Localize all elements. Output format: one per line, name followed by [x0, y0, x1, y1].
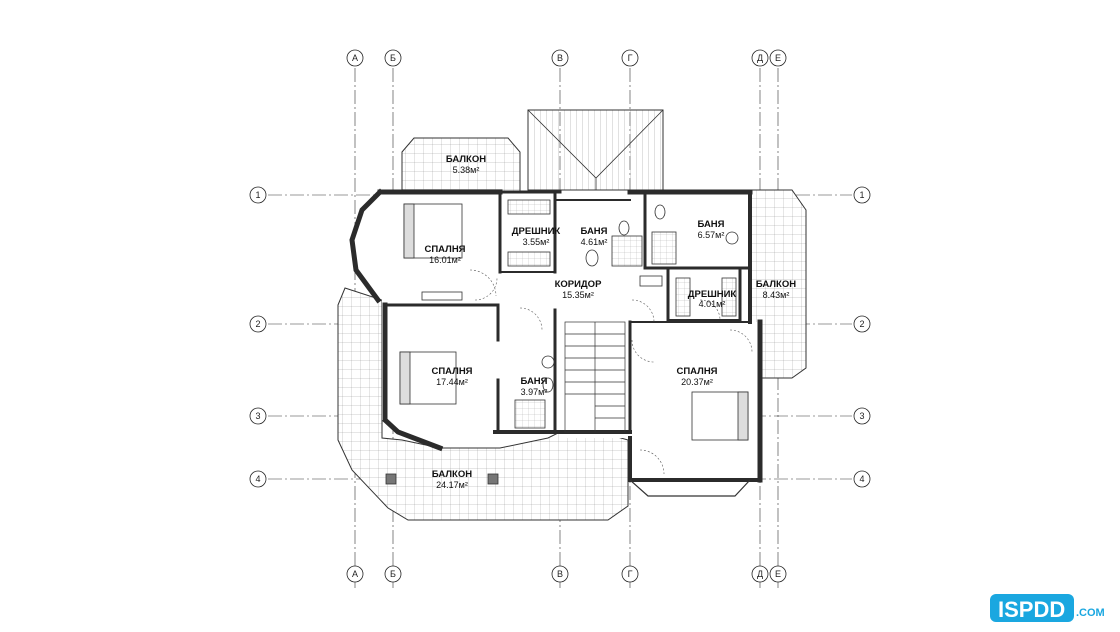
doors	[469, 269, 753, 475]
room-area: 24.17м²	[436, 480, 468, 490]
axis-row-label: 1	[255, 190, 260, 200]
room-area: 5.38м²	[453, 165, 480, 175]
axis-col-label: В	[557, 53, 563, 63]
room-name: СПАЛНЯ	[676, 366, 717, 377]
axis-col-label: Д	[757, 569, 763, 579]
logo-suffix: .COM	[1076, 607, 1105, 619]
room-name: ДРЕШНИК	[512, 226, 561, 237]
axis-row-label: 1	[859, 190, 864, 200]
site-logo[interactable]: ISPDD .COM	[990, 592, 1110, 624]
room-area: 20.37м²	[681, 377, 713, 387]
roof-projection	[527, 109, 664, 191]
axis-row-label: 4	[255, 474, 260, 484]
axis-row-label: 4	[859, 474, 864, 484]
axis-col-label: Г	[628, 569, 633, 579]
room-area: 8.43м²	[763, 290, 790, 300]
room-name: БАНЯ	[580, 226, 607, 237]
walls	[349, 188, 763, 483]
room-area: 17.44м²	[436, 377, 468, 387]
room-name: БАНЯ	[697, 219, 724, 230]
room-area: 4.61м²	[581, 237, 608, 247]
room-area: 15.35м²	[562, 290, 594, 300]
room-area: 6.57м²	[698, 230, 725, 240]
room-name: ДРЕШНИК	[688, 289, 737, 300]
room-area: 3.55м²	[523, 237, 550, 247]
room-area: 3.97м²	[521, 387, 548, 397]
axis-col-label: Е	[775, 569, 781, 579]
axis-col-label: А	[352, 53, 358, 63]
room-name: БАЛКОН	[432, 469, 472, 480]
axis-markers	[249, 49, 871, 583]
axis-col-label: А	[352, 569, 358, 579]
axis-row-label: 2	[255, 319, 260, 329]
axis-row-label: 2	[859, 319, 864, 329]
room-name: КОРИДОР	[555, 279, 603, 290]
axis-col-label: Д	[757, 53, 763, 63]
room-name: БАЛКОН	[756, 279, 796, 290]
furniture	[385, 199, 749, 485]
room-labels: БАЛКОН 5.38м² СПАЛНЯ 16.01м² ДРЕШНИК 3.5…	[424, 154, 796, 490]
room-area: 16.01м²	[429, 255, 461, 265]
axis-row-label: 3	[255, 411, 260, 421]
room-name: СПАЛНЯ	[424, 244, 465, 255]
axis-col-label: Б	[390, 53, 396, 63]
room-area: 4.01м²	[699, 299, 726, 309]
axis-col-label: Е	[775, 53, 781, 63]
room-name: БАЛКОН	[446, 154, 486, 165]
axis-row-label: 3	[859, 411, 864, 421]
bay-window	[629, 479, 751, 497]
axis-col-label: Б	[390, 569, 396, 579]
axis-col-label: В	[557, 569, 563, 579]
room-name: БАНЯ	[520, 376, 547, 387]
logo-brand: ISPDD	[998, 597, 1065, 622]
axis-labels: А Б В Г Д Е А Б В Г Д Е 1 2 3 4 1 2 3 4	[255, 53, 864, 579]
room-name: СПАЛНЯ	[431, 366, 472, 377]
axis-col-label: Г	[628, 53, 633, 63]
staircase	[564, 321, 626, 433]
